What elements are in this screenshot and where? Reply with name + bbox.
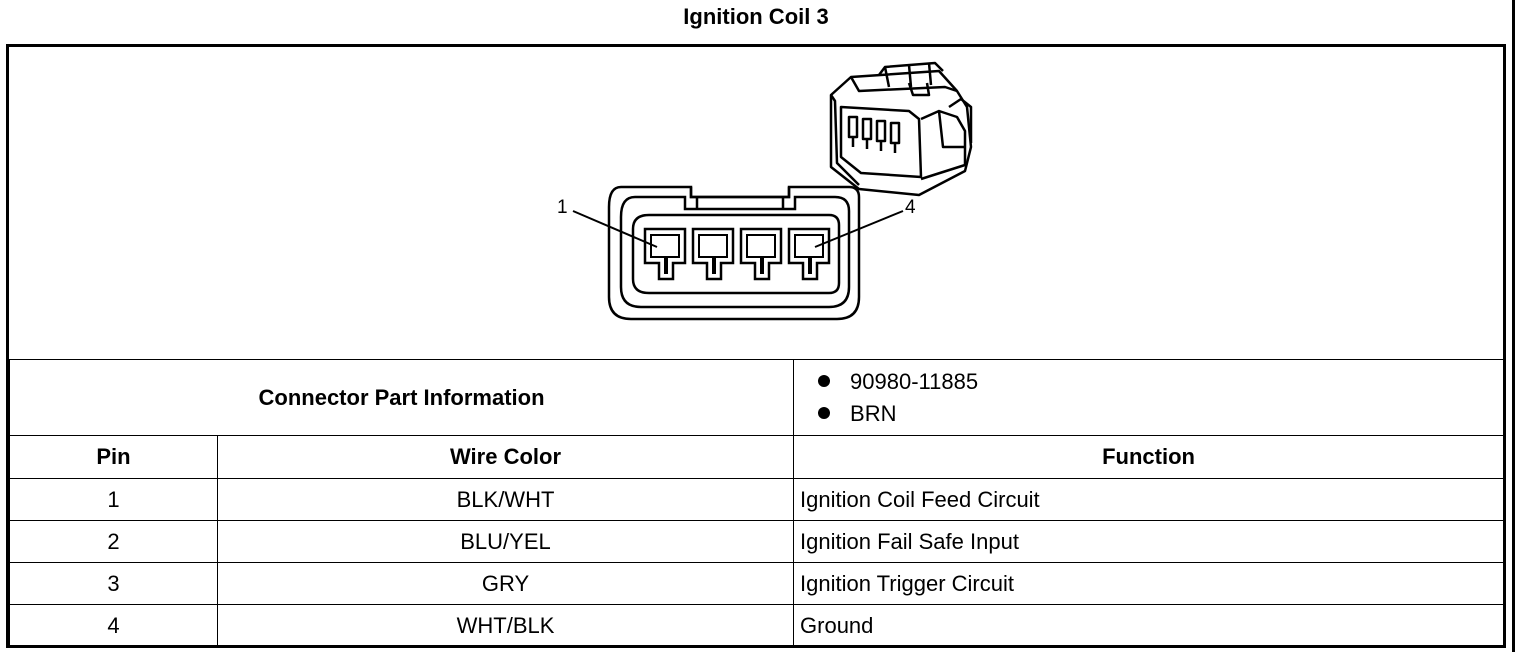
pin-cell: 4 xyxy=(9,604,218,647)
table-header-row: Pin Wire Color Function xyxy=(9,435,1505,479)
connector-info-label: Connector Part Information xyxy=(8,359,795,436)
function-cell: Ignition Trigger Circuit xyxy=(793,562,1505,605)
pin-cell: 2 xyxy=(9,520,218,563)
connector-card: 1 4 Connector Part Information 90980-118… xyxy=(6,44,1506,648)
bullet-icon xyxy=(818,374,831,387)
page-title: Ignition Coil 3 xyxy=(683,4,829,29)
connector-diagram: 1 4 xyxy=(557,61,973,321)
pin-1-leader-line xyxy=(572,210,658,248)
list-item: 90980-11885 xyxy=(818,366,1497,398)
column-header-wire-color: Wire Color xyxy=(216,435,795,479)
table-row: 4 WHT/BLK Ground xyxy=(9,604,1505,647)
wire-color-cell: WHT/BLK xyxy=(216,604,795,647)
table-row: 1 BLK/WHT Ignition Coil Feed Circuit xyxy=(9,478,1505,521)
pin-cavities xyxy=(643,227,831,281)
pinout-table: Connector Part Information 90980-11885 B… xyxy=(8,359,1505,647)
wire-color-cell: GRY xyxy=(216,562,795,605)
connector-info-list: 90980-11885 BRN xyxy=(800,366,1497,430)
pin-label-4: 4 xyxy=(905,197,916,218)
function-cell: Ground xyxy=(793,604,1505,647)
function-cell: Ignition Fail Safe Input xyxy=(793,520,1505,563)
column-header-function: Function xyxy=(793,435,1505,479)
connector-3d-icon xyxy=(829,61,973,197)
pin-4-leader-line xyxy=(814,210,904,248)
function-cell: Ignition Coil Feed Circuit xyxy=(793,478,1505,521)
list-item: BRN xyxy=(818,398,1497,430)
connector-face-icon xyxy=(572,185,904,321)
column-header-pin: Pin xyxy=(9,435,218,479)
wire-color-cell: BLK/WHT xyxy=(216,478,795,521)
pin-cell: 3 xyxy=(9,562,218,605)
right-border-rule xyxy=(1512,0,1515,652)
connector-info-values: 90980-11885 BRN xyxy=(793,359,1505,436)
connector-color: BRN xyxy=(850,400,897,426)
pin-label-1: 1 xyxy=(557,197,568,218)
table-row: 2 BLU/YEL Ignition Fail Safe Input xyxy=(9,520,1505,563)
wire-color-cell: BLU/YEL xyxy=(216,520,795,563)
connector-info-row: Connector Part Information 90980-11885 B… xyxy=(8,359,1505,436)
table-row: 3 GRY Ignition Trigger Circuit xyxy=(9,562,1505,605)
part-number: 90980-11885 xyxy=(850,368,979,394)
pin-cell: 1 xyxy=(9,478,218,521)
diagram-area: 1 4 xyxy=(9,47,1503,359)
bullet-icon xyxy=(818,406,831,419)
